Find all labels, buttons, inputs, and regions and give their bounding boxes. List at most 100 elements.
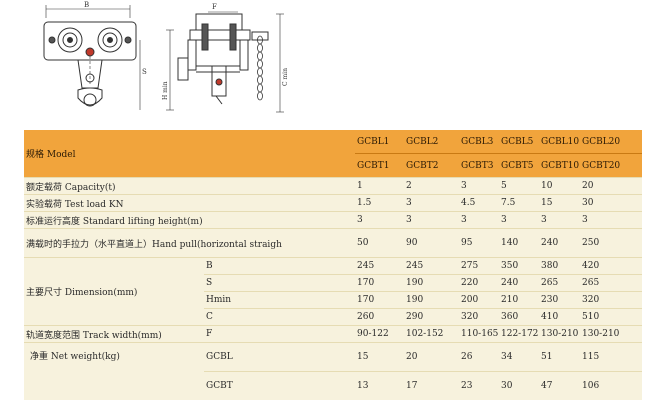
table-cell: 15 bbox=[539, 194, 580, 212]
table-cell: 190 bbox=[404, 274, 459, 292]
model-bt: GCBT5 bbox=[499, 153, 539, 178]
table-cell: 210 bbox=[499, 291, 539, 309]
dimension-key: S bbox=[204, 274, 355, 292]
side-dim-f: F bbox=[212, 3, 217, 11]
table-cell: 245 bbox=[355, 257, 404, 275]
model-bl: GCBL3 bbox=[459, 130, 499, 154]
dimension-row-c: C 260 290 320 360 410 510 bbox=[24, 308, 642, 326]
capacity-row: 额定载荷 Capacity(t) 1 2 3 5 10 20 bbox=[24, 177, 642, 195]
spec-table: 规格 Model GCBL1 GCBL2 GCBL3 GCBL5 GCBL10 … bbox=[24, 130, 642, 400]
table-cell: 240 bbox=[499, 274, 539, 292]
table-cell: 5 bbox=[499, 177, 539, 195]
dimension-key: Hmin bbox=[204, 291, 355, 309]
table-cell: 3 bbox=[404, 194, 459, 212]
table-cell: 17 bbox=[404, 371, 459, 400]
table-cell: 102-152 bbox=[404, 325, 459, 343]
table-cell: 1.5 bbox=[355, 194, 404, 212]
table-cell: 250 bbox=[580, 228, 642, 258]
front-dim-s: S bbox=[142, 68, 147, 76]
table-cell: 200 bbox=[459, 291, 499, 309]
table-cell: 420 bbox=[580, 257, 642, 275]
table-cell: 30 bbox=[499, 371, 539, 400]
table-cell: 30 bbox=[580, 194, 642, 212]
table-cell: 90 bbox=[404, 228, 459, 258]
table-cell: 122-172 bbox=[499, 325, 539, 343]
table-cell: 10 bbox=[539, 177, 580, 195]
table-cell: 50 bbox=[355, 228, 404, 258]
track-width-label: 轨道宽度范围 Track width(mm) bbox=[24, 325, 204, 343]
model-header-row-bt: GCBT1 GCBT2 GCBT3 GCBT5 GCBT10 GCBT20 bbox=[24, 153, 642, 178]
table-cell: 115 bbox=[580, 342, 642, 372]
front-dim-b: B bbox=[84, 1, 89, 9]
table-cell: 170 bbox=[355, 291, 404, 309]
table-cell: 240 bbox=[539, 228, 580, 258]
table-cell: 3 bbox=[459, 177, 499, 195]
table-cell: 265 bbox=[539, 274, 580, 292]
table-cell: 130-210 bbox=[539, 325, 580, 343]
table-cell: 34 bbox=[499, 342, 539, 372]
table-cell: 20 bbox=[404, 342, 459, 372]
track-width-row: 轨道宽度范围 Track width(mm) F 90-122 102-152 … bbox=[24, 325, 642, 343]
table-cell: 23 bbox=[459, 371, 499, 400]
table-cell: 20 bbox=[580, 177, 642, 195]
net-weight-key: GCBL bbox=[204, 342, 355, 372]
model-bt: GCBT2 bbox=[404, 153, 459, 178]
table-cell: 410 bbox=[539, 308, 580, 326]
model-bl: GCBL1 bbox=[355, 130, 404, 154]
table-cell: 7.5 bbox=[499, 194, 539, 212]
trolley-drawings: B S F bbox=[43, 1, 289, 113]
table-cell: 360 bbox=[499, 308, 539, 326]
table-cell: 510 bbox=[580, 308, 642, 326]
table-cell: 3 bbox=[404, 211, 459, 229]
model-bl: GCBL2 bbox=[404, 130, 459, 154]
test-load-row: 实验载荷 Test load KN 1.5 3 4.5 7.5 15 30 bbox=[24, 194, 642, 212]
table-cell: 47 bbox=[539, 371, 580, 400]
model-bt: GCBT3 bbox=[459, 153, 499, 178]
table-cell: 320 bbox=[459, 308, 499, 326]
front-view-drawing: B S bbox=[43, 1, 147, 110]
net-weight-label: 净重 Net weight(kg) bbox=[24, 342, 204, 400]
capacity-label: 额定载荷 Capacity(t) bbox=[24, 177, 355, 195]
table-cell: 130-210 bbox=[580, 325, 642, 343]
table-cell: 380 bbox=[539, 257, 580, 275]
dimension-row-s: S 170 190 220 240 265 265 bbox=[24, 274, 642, 292]
test-load-label: 实验载荷 Test load KN bbox=[24, 194, 355, 212]
model-bl: GCBL5 bbox=[499, 130, 539, 154]
table-cell: 170 bbox=[355, 274, 404, 292]
hand-pull-row: 满载时的手拉力（水平直道上）Hand pull(horizontal strai… bbox=[24, 228, 642, 258]
table-cell: 260 bbox=[355, 308, 404, 326]
table-cell: 3 bbox=[539, 211, 580, 229]
hand-pull-label: 满载时的手拉力（水平直道上）Hand pull(horizontal strai… bbox=[24, 228, 355, 258]
table-cell: 3 bbox=[499, 211, 539, 229]
side-dim-h: H min bbox=[162, 81, 169, 100]
table-cell: 26 bbox=[459, 342, 499, 372]
model-bt: GCBT20 bbox=[580, 153, 642, 178]
table-cell: 230 bbox=[539, 291, 580, 309]
table-cell: 1 bbox=[355, 177, 404, 195]
table-cell: 265 bbox=[580, 274, 642, 292]
table-cell: 15 bbox=[355, 342, 404, 372]
dimension-label: 主要尺寸 Dimension(mm) bbox=[24, 257, 204, 326]
dimension-row-b: 主要尺寸 Dimension(mm) B 245 245 275 350 380… bbox=[24, 257, 642, 326]
model-bl: GCBL20 bbox=[580, 130, 642, 154]
table-cell: 106 bbox=[580, 371, 642, 400]
net-weight-row-gcbl: 净重 Net weight(kg) GCBL 15 20 26 34 51 11… bbox=[24, 342, 642, 400]
model-label: 规格 Model bbox=[24, 130, 355, 178]
table-cell: 95 bbox=[459, 228, 499, 258]
net-weight-row-gcbt: GCBT 13 17 23 30 47 106 bbox=[24, 371, 642, 400]
model-bl: GCBL10 bbox=[539, 130, 580, 154]
model-header-row-bl: 规格 Model GCBL1 GCBL2 GCBL3 GCBL5 GCBL10 … bbox=[24, 130, 642, 178]
table-cell: 220 bbox=[459, 274, 499, 292]
table-cell: 3 bbox=[355, 211, 404, 229]
table-cell: 275 bbox=[459, 257, 499, 275]
table-cell: 110-165 bbox=[459, 325, 499, 343]
dimension-key: C bbox=[204, 308, 355, 326]
table-cell: 2 bbox=[404, 177, 459, 195]
table-cell: 140 bbox=[499, 228, 539, 258]
table-cell: 3 bbox=[580, 211, 642, 229]
lifting-height-row: 标准运行高度 Standard lifting height(m) 3 3 3 … bbox=[24, 211, 642, 229]
table-cell: 90-122 bbox=[355, 325, 404, 343]
table-cell: 190 bbox=[404, 291, 459, 309]
table-cell: 13 bbox=[355, 371, 404, 400]
table-cell: 290 bbox=[404, 308, 459, 326]
